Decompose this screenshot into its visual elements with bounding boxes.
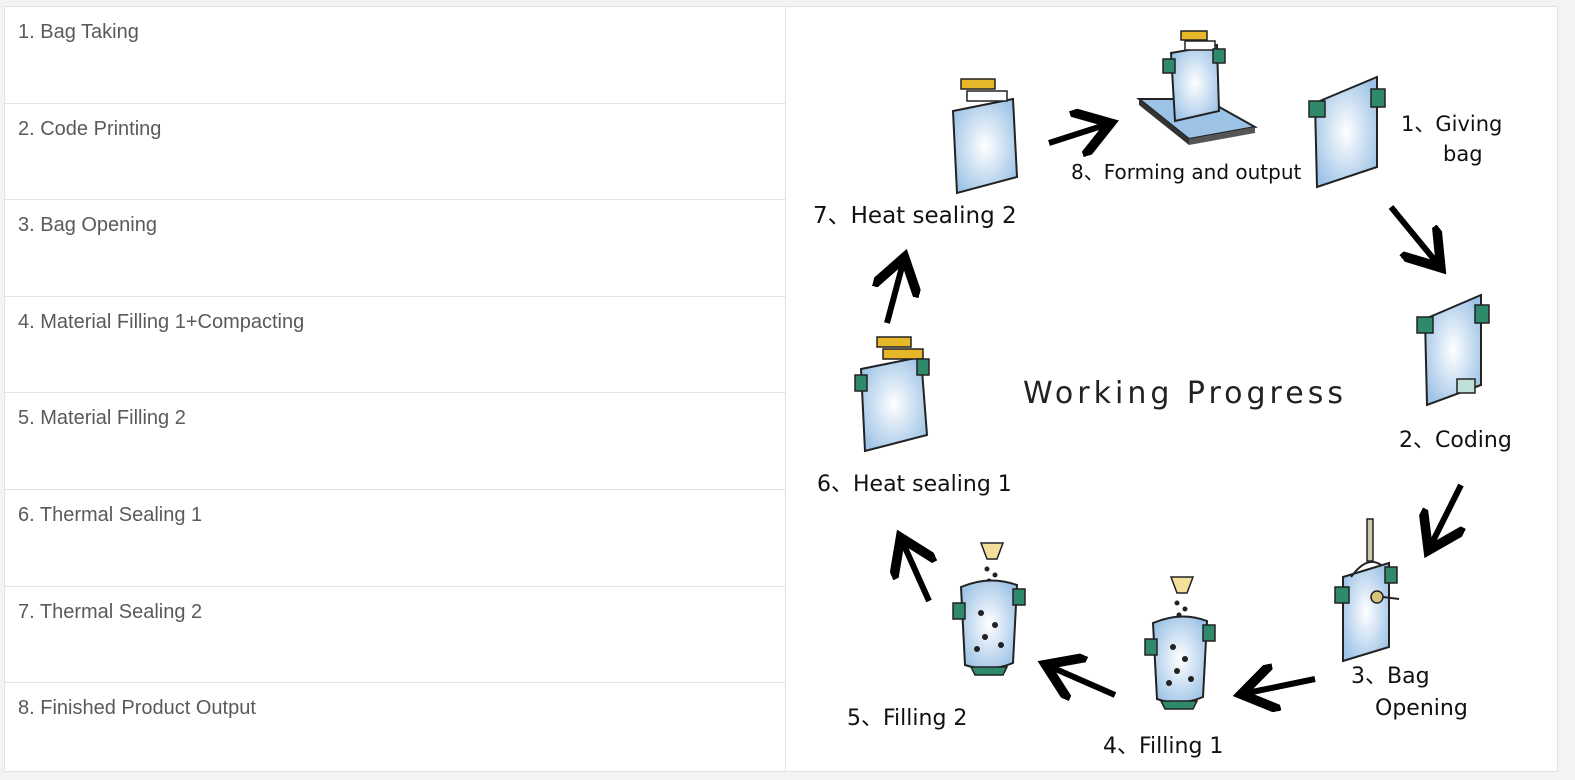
bag-heat-sealing-1-icon	[854, 336, 930, 453]
bag-opening-icon	[1334, 518, 1400, 663]
working-progress-diagram: Working Progress 1、Giving bag 2、Coding	[785, 7, 1557, 771]
label-bag-opening-2: Opening	[1375, 696, 1468, 721]
label-coding: 2、Coding	[1399, 428, 1512, 453]
step-row-material-filling-2: 5. Material Filling 2	[5, 393, 785, 490]
step-row-thermal-sealing-2: 7. Thermal Sealing 2	[5, 587, 785, 684]
arrow-3-to-4	[1247, 679, 1316, 693]
step-row-code-printing: 2. Code Printing	[5, 104, 785, 201]
bag-filling-2-icon	[952, 542, 1026, 676]
step-row-thermal-sealing-1: 6. Thermal Sealing 1	[5, 490, 785, 587]
arrow-6-to-7	[887, 263, 903, 324]
bag-heat-sealing-2-icon	[951, 78, 1019, 195]
label-filling-1: 4、Filling 1	[1103, 734, 1223, 759]
bag-filling-1-icon	[1144, 576, 1216, 710]
arrow-4-to-5	[1051, 667, 1117, 695]
label-heat-sealing-2: 7、Heat sealing 2	[813, 203, 1017, 229]
step-row-bag-taking: 1. Bag Taking	[5, 7, 785, 104]
diagram-title: Working Progress	[1023, 376, 1347, 411]
label-bag-opening-1: 3、Bag	[1351, 664, 1430, 689]
arrow-7-to-8	[1048, 125, 1105, 143]
arrow-1-to-2	[1388, 205, 1437, 263]
bag-coding-icon	[1416, 293, 1490, 407]
bag-giving-icon	[1308, 75, 1386, 189]
step-row-material-filling-1: 4. Material Filling 1+Compacting	[5, 297, 785, 394]
label-forming-output: 8、Forming and output	[1071, 160, 1302, 184]
label-giving-bag-2: bag	[1443, 142, 1483, 166]
label-giving-bag-1: 1、Giving	[1401, 112, 1502, 136]
arrow-5-to-6	[903, 543, 929, 603]
content-frame: 1. Bag Taking 2. Code Printing 3. Bag Op…	[4, 6, 1558, 772]
step-row-bag-opening: 3. Bag Opening	[5, 200, 785, 297]
steps-list: 1. Bag Taking 2. Code Printing 3. Bag Op…	[5, 7, 786, 771]
label-heat-sealing-1: 6、Heat sealing 1	[817, 472, 1012, 497]
bag-forming-output-icon	[1136, 30, 1258, 145]
label-filling-2: 5、Filling 2	[847, 706, 967, 731]
arrow-2-to-3	[1431, 483, 1461, 545]
step-row-finished-output: 8. Finished Product Output	[18, 697, 256, 720]
